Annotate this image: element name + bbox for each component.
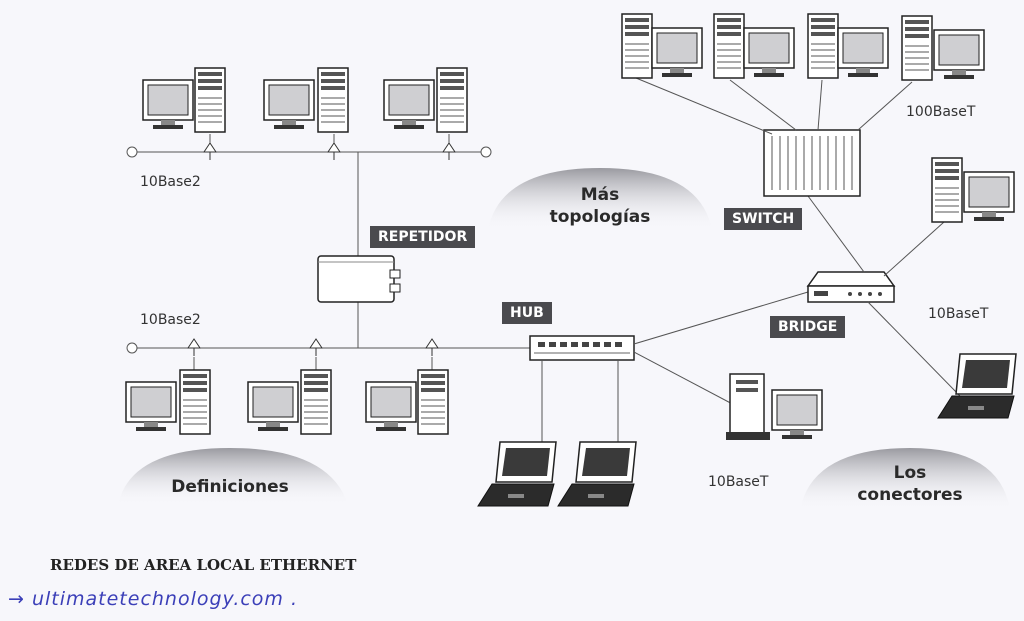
bridge-device — [806, 271, 896, 303]
label-10base2-top: 10Base2 — [140, 174, 201, 190]
top-pc-2 — [263, 67, 349, 133]
heading-los-conectores: Los conectores — [820, 462, 1000, 506]
label-10base2-bottom: 10Base2 — [140, 312, 201, 328]
top-pc-3 — [383, 67, 468, 133]
hub-pc-10baset — [726, 373, 823, 440]
heading-definiciones: Definiciones — [171, 477, 289, 497]
blob-mas-topologias — [488, 168, 712, 230]
tag-bridge: BRIDGE — [770, 316, 846, 338]
heading-mas: Más — [580, 185, 620, 205]
switch-pc-1 — [621, 13, 703, 79]
bus-bottom-10base2 — [126, 338, 532, 370]
label-100baset: 100BaseT — [906, 104, 976, 120]
heading-los: Los — [893, 463, 927, 483]
bottom-pc-2 — [247, 369, 332, 435]
hub-device — [529, 335, 635, 361]
caption-title: REDES DE AREA LOCAL ETHERNET — [50, 556, 357, 574]
heading-topologias: topologías — [549, 207, 651, 227]
bottom-pc-1 — [125, 369, 211, 435]
hub-laptop-2 — [557, 441, 637, 507]
switch-pc-3 — [807, 13, 889, 79]
tag-repetidor: REPETIDOR — [370, 226, 476, 248]
label-10baset-bottom: 10BaseT — [708, 474, 769, 490]
switch-pc-4 — [901, 15, 985, 81]
hub-laptop-1 — [477, 441, 557, 507]
heading-conectores: conectores — [857, 485, 963, 505]
tag-switch: SWITCH — [724, 208, 803, 230]
repeater-device — [317, 255, 401, 303]
heading-mas-topologias: Más topologías — [520, 184, 680, 228]
switch-pc-2 — [713, 13, 795, 79]
top-pc-1 — [142, 67, 226, 133]
handwritten-url: → ultimatetechnology.com . — [8, 588, 299, 610]
blob-los-conectores — [800, 448, 1010, 510]
tag-hub: HUB — [502, 302, 552, 324]
bottom-pc-3 — [365, 369, 449, 435]
switch-device — [763, 129, 861, 197]
blob-definiciones — [118, 448, 348, 505]
bus-top-10base2 — [126, 134, 492, 161]
bridge-pc — [931, 157, 1015, 223]
label-10baset-right: 10BaseT — [928, 306, 989, 322]
